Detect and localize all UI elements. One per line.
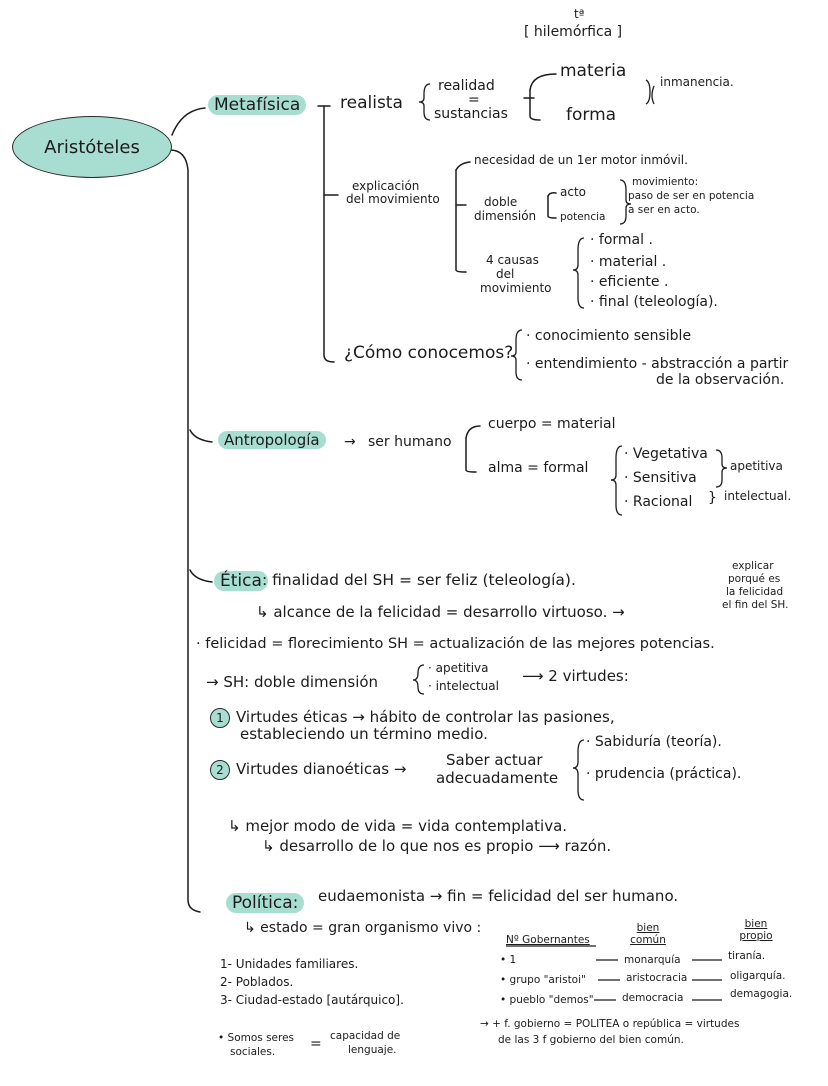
realidad-equals: =: [468, 92, 480, 108]
saber-line1: Saber actuar: [446, 751, 543, 769]
capacidad-1: capacidad de: [330, 1030, 401, 1042]
explicar-1: explicar: [732, 560, 774, 572]
dos-virtudes: ⟶ 2 virtudes:: [522, 667, 629, 685]
desarrollo-propio-text: ↳ desarrollo de lo que nos es propio ⟶ r…: [262, 837, 612, 855]
capacidad-2: lenguaje.: [348, 1044, 397, 1056]
ser-humano-text: ser humano: [368, 434, 452, 450]
cuerpo-text: cuerpo = material: [488, 416, 616, 432]
number-1-badge: 1: [210, 708, 230, 728]
explicar-2: porqué es: [728, 573, 781, 585]
forma-text: forma: [566, 105, 617, 125]
potencia-text: potencia: [560, 211, 606, 223]
politea-line2: de las 3 f gobierno del bien común.: [498, 1034, 684, 1046]
virtud-2: 2 Virtudes dianoéticas →: [210, 760, 406, 780]
movimiento-def-2: paso de ser en potencia: [628, 190, 755, 202]
table-header-gobernantes: Nº Gobernantes: [506, 934, 590, 946]
explicar-3: la felicidad: [726, 586, 784, 598]
apetitiva-item: · apetitiva: [428, 661, 489, 675]
felicidad-text: · felicidad = florecimiento SH = actuali…: [196, 636, 715, 652]
page-title: Aristóteles: [44, 136, 140, 158]
conocimiento-sensible: · conocimiento sensible: [526, 328, 692, 344]
branch-politica: Política:: [226, 893, 305, 914]
politica-label: Política:: [226, 893, 305, 913]
table-row-3-propio: demagogia.: [730, 988, 793, 1000]
seres-equals: =: [310, 1036, 322, 1052]
eudaemonista-text: eudaemonista → fin = felicidad del ser h…: [318, 887, 679, 905]
hilemorfica-superscript: tª: [574, 7, 585, 21]
branch-etica: Ética: [214, 571, 268, 592]
alcance-text: ↳ alcance de la felicidad = desarrollo v…: [256, 603, 625, 621]
movimiento-def-1: movimiento:: [632, 176, 699, 188]
doble-line2: dimensión: [474, 209, 537, 223]
table-header-bien-propio: bien propio: [739, 918, 773, 943]
doble-line1: doble: [484, 195, 518, 209]
causas-label-3: movimiento: [480, 281, 552, 295]
virtud-1: 1 Virtudes éticas → hábito de controlar l…: [210, 708, 615, 728]
intelectual-text: intelectual.: [724, 489, 792, 503]
causa-formal: · formal .: [590, 232, 653, 248]
estado-text: ↳ estado = gran organismo vivo :: [244, 920, 482, 936]
necesidad-text: necesidad de un 1er motor inmóvil.: [474, 153, 688, 167]
somos-seres-1: • Somos seres: [218, 1032, 295, 1044]
table-row-3-gob: • pueblo "demos": [500, 994, 594, 1006]
materia-text: materia: [560, 61, 627, 81]
table-row-1-comun: monarquía: [624, 954, 681, 966]
sh-doble-text: → SH: doble dimensión: [206, 673, 379, 691]
alma-sensitiva: · Sensitiva: [624, 470, 697, 486]
metafisica-label: Metafísica: [208, 95, 307, 115]
explicar-4: el fin del SH.: [722, 599, 789, 611]
virtud-1-line1: Virtudes éticas → hábito de controlar la…: [236, 708, 615, 726]
saber-line2: adecuadamente: [436, 769, 559, 787]
lista-item-2: 2- Poblados.: [220, 975, 294, 989]
explicacion-line2: del movimiento: [346, 192, 440, 206]
inmanencia-text: inmanencia.: [660, 75, 734, 89]
observacion-text: de la observación.: [656, 372, 785, 388]
alma-racional: · Racional: [624, 494, 693, 510]
causa-eficiente: · eficiente .: [590, 274, 669, 290]
causa-material: · material .: [590, 254, 667, 270]
sustancias-text: sustancias: [434, 106, 508, 122]
prudencia-text: · prudencia (práctica).: [586, 766, 742, 782]
table-row-2-comun: aristocracia: [626, 972, 688, 984]
etica-label: Ética: [214, 571, 268, 591]
causas-label-1: 4 causas: [486, 253, 539, 267]
table-row-1-gob: • 1: [500, 954, 517, 966]
alma-vegetativa: · Vegetativa: [624, 446, 708, 462]
central-node-aristoteles: Aristóteles: [12, 116, 172, 178]
table-header-bien-comun: bien común: [630, 922, 666, 947]
racional-brace: }: [708, 490, 717, 506]
lista-item-3: 3- Ciudad-estado [autárquico].: [220, 993, 404, 1007]
alma-text: alma = formal: [488, 460, 589, 476]
intelectual-item: · intelectual: [428, 679, 499, 693]
virtud-1-line2: estableciendo un término medio.: [240, 725, 488, 743]
apetitiva-text: apetitiva: [730, 459, 783, 473]
arrow-antropologia: →: [344, 434, 356, 450]
virtud-2-label: Virtudes dianoéticas →: [236, 760, 407, 778]
hilemorfica-label: [ hilemórfica ]: [524, 24, 623, 40]
causa-final: · final (teleología).: [590, 294, 718, 310]
como-conocemos: ¿Cómo conocemos?: [344, 343, 514, 363]
table-row-1-propio: tiranía.: [728, 950, 766, 962]
realidad-text: realidad: [438, 78, 495, 94]
acto-text: acto: [560, 185, 586, 199]
politea-line1: → + f. gobierno = POLITEA o república = …: [480, 1018, 740, 1030]
branch-metafisica: Metafísica: [208, 95, 307, 116]
sabiduria-text: · Sabiduría (teoría).: [586, 734, 722, 750]
branch-antropologia: Antropología: [218, 431, 326, 449]
number-2-badge: 2: [210, 760, 230, 780]
table-row-2-propio: oligarquía.: [730, 970, 786, 982]
table-row-3-comun: democracia: [622, 992, 684, 1004]
lista-item-1: 1- Unidades familiares.: [220, 957, 359, 971]
somos-seres-2: sociales.: [230, 1046, 276, 1058]
entendimiento-text: · entendimiento - abstracción a partir: [526, 356, 789, 372]
movimiento-def-3: a ser en acto.: [628, 204, 700, 216]
realista-text: realista: [340, 93, 403, 113]
mejor-modo-text: ↳ mejor modo de vida = vida contemplativ…: [228, 817, 568, 835]
table-row-2-gob: • grupo "aristoi": [500, 974, 586, 986]
explicacion-line1: explicación: [352, 179, 420, 193]
causas-label-2: del: [496, 267, 515, 281]
antropologia-label: Antropología: [218, 431, 326, 449]
finalidad-text: : finalidad del SH = ser feliz (teleolog…: [262, 571, 576, 589]
